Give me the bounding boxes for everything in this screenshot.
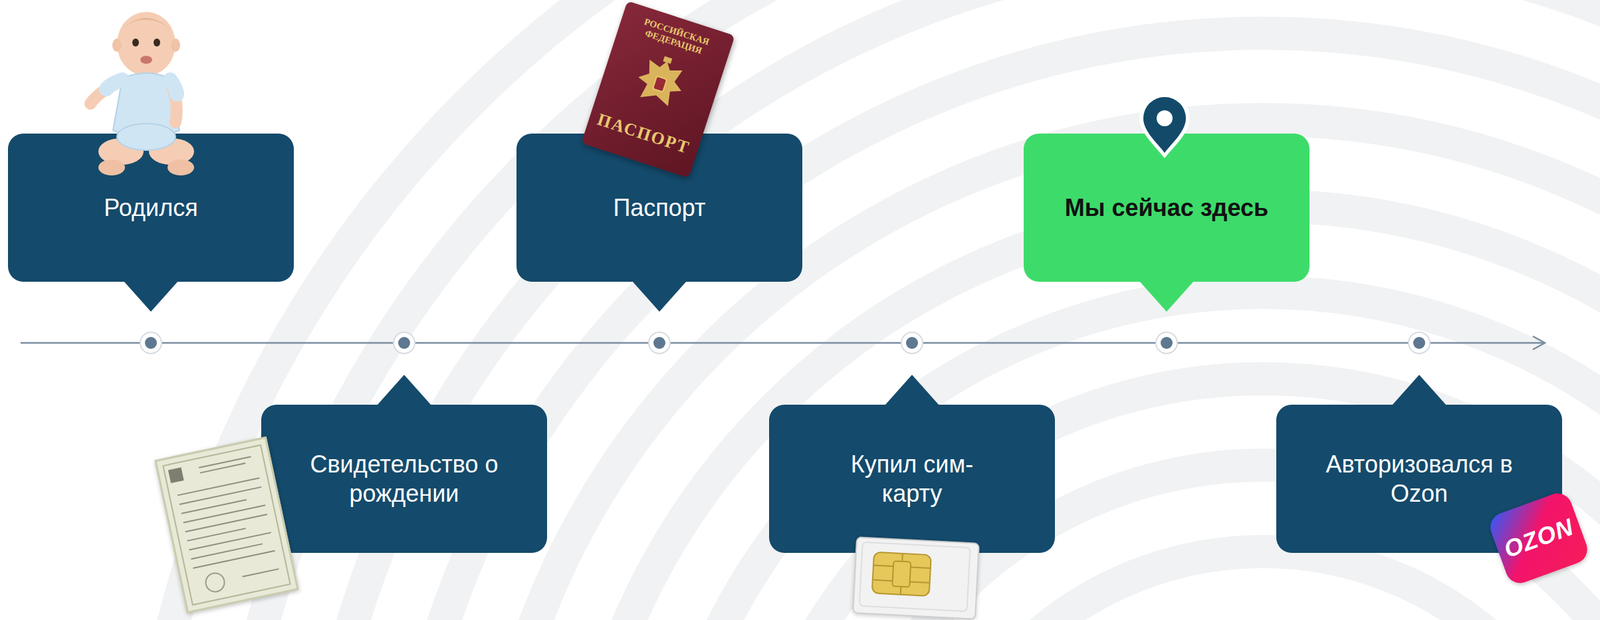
timeline-dot: [144, 337, 157, 349]
timeline-dot: [1413, 337, 1426, 349]
timeline-dot: [653, 337, 666, 349]
timeline-dot-ring: [393, 332, 415, 354]
callout-pointer: [1139, 281, 1194, 312]
timeline-callout-box: Мы сейчас здесь: [1023, 133, 1310, 282]
timeline-arrowhead: [1532, 336, 1545, 350]
sim-card-illustration: [852, 536, 980, 620]
timeline-callout-box: Свидетельство о рождении: [261, 404, 548, 554]
timeline-axis: [20, 342, 1544, 345]
timeline-callout-box: Купил сим-карту: [769, 404, 1055, 554]
callout-text: Паспорт: [612, 193, 706, 223]
callout-text: Мы сейчас здесь: [1064, 193, 1269, 223]
timeline-dot: [1160, 337, 1173, 349]
emblem-icon: [624, 47, 694, 121]
callout-text: Родился: [103, 193, 198, 223]
timeline-dot: [906, 337, 918, 349]
ozon-logo-text: OZON: [1500, 513, 1578, 564]
timeline-dot-ring: [1155, 332, 1178, 354]
baby-illustration: [79, 3, 213, 184]
timeline-dot-ring: [1408, 332, 1430, 354]
timeline-dot-ring: [648, 332, 671, 354]
callout-text: Авторизовался в Ozon: [1312, 450, 1526, 508]
sim-chip: [853, 537, 976, 616]
location-pin-icon: [1136, 91, 1193, 161]
callout-pointers: [123, 281, 1447, 406]
timeline-dot: [398, 337, 411, 349]
callout-pointer: [632, 281, 687, 312]
timeline-dots: [140, 332, 1430, 354]
callout-pointer: [376, 374, 432, 406]
timeline-dot-ring: [140, 332, 162, 354]
callout-pointer: [1391, 374, 1447, 406]
timeline-dot-ring: [901, 332, 923, 354]
callout-pointer: [884, 374, 940, 406]
callout-text: Свидетельство о рождении: [290, 450, 518, 508]
callout-pointer: [123, 281, 179, 312]
callout-text: Купил сим-карту: [845, 450, 979, 508]
background-arcs: [139, 0, 1600, 620]
